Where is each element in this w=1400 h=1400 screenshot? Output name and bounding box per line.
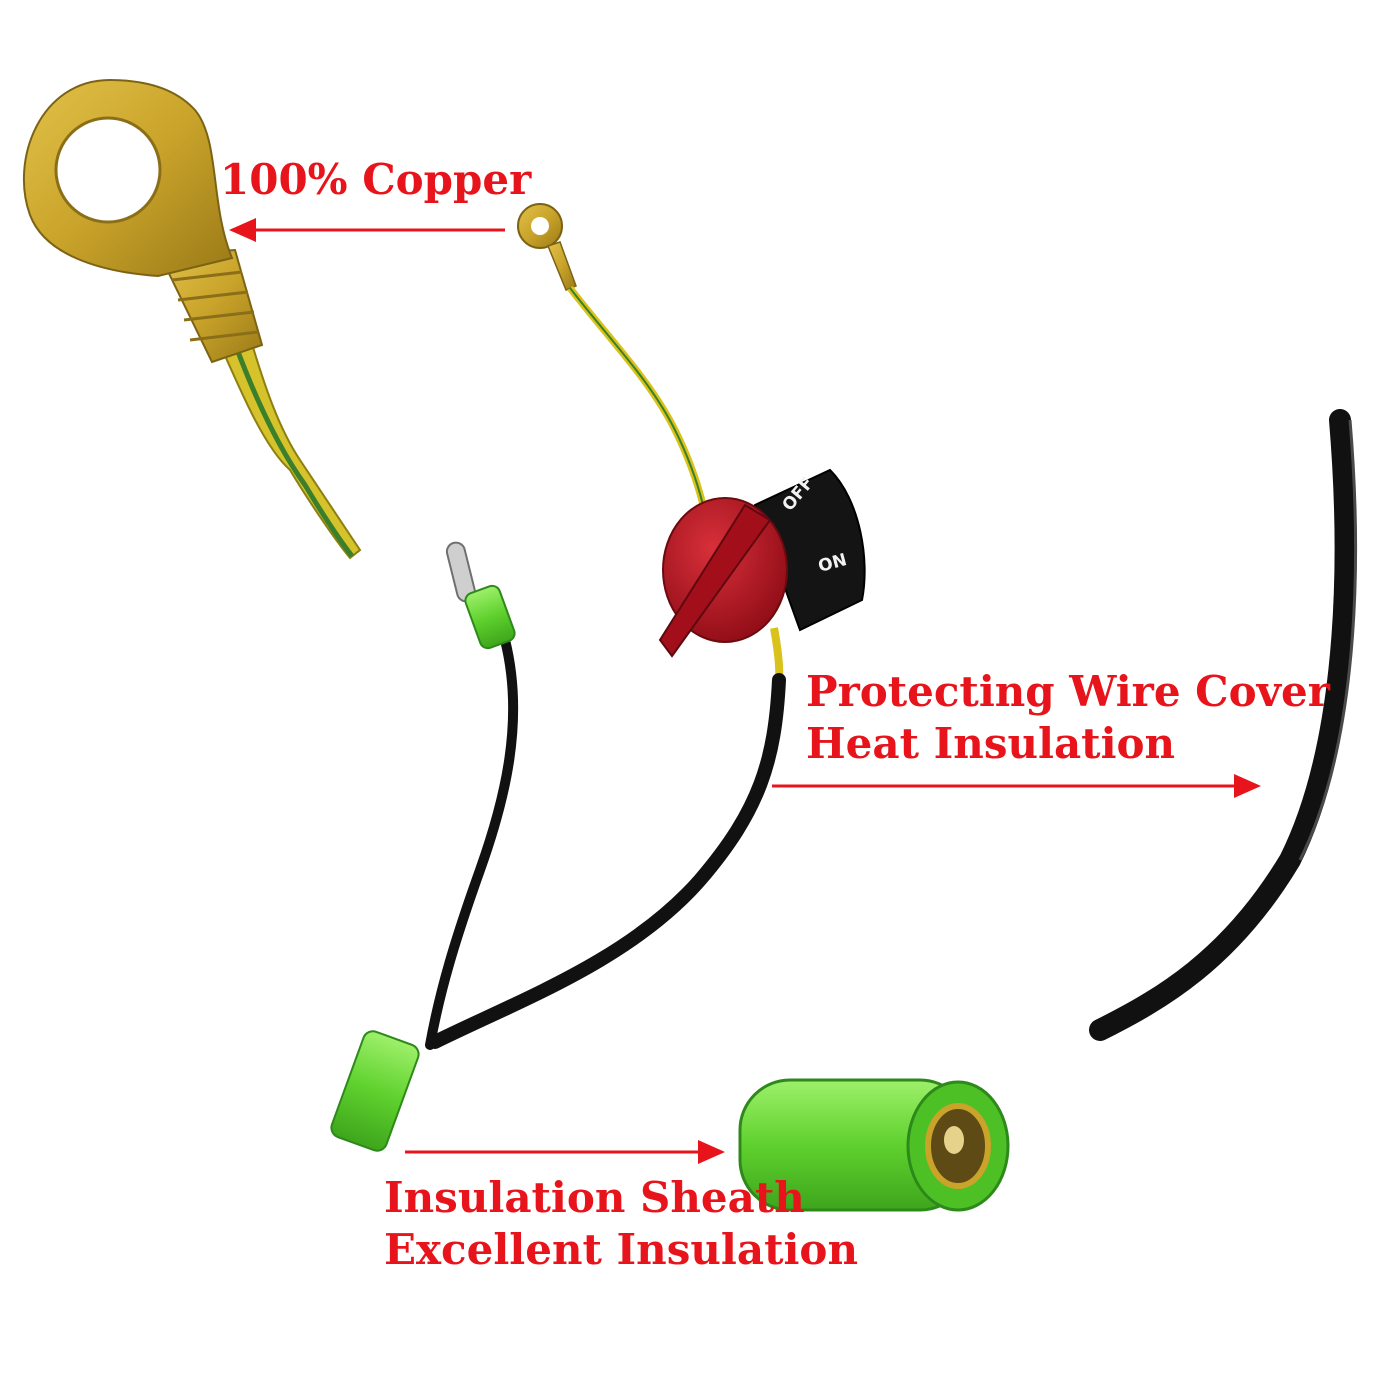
- wire-cover-callout-line1: Protecting Wire Cover: [806, 667, 1330, 716]
- branch-black-wire: [425, 635, 519, 1050]
- sheath-callout: Insulation Sheath Excellent Insulation: [384, 1172, 858, 1276]
- bullet-connector-bottom-icon: [330, 1030, 420, 1152]
- sheath-callout-line1: Insulation Sheath: [384, 1173, 805, 1222]
- insulation-sheath-icon: [738, 1078, 1010, 1212]
- wire-cover-callout: Protecting Wire Cover Heat Insulation: [806, 666, 1330, 770]
- rotary-switch-icon: OFF ON: [658, 468, 866, 681]
- wire-cover-callout-line2: Heat Insulation: [806, 719, 1176, 768]
- copper-callout: 100% Copper: [220, 154, 531, 206]
- sheath-callout-line2: Excellent Insulation: [384, 1225, 858, 1274]
- small-terminal-icon: [517, 203, 707, 506]
- black-wire-icon: [1089, 409, 1357, 1041]
- main-black-wire: [428, 673, 786, 1049]
- bullet-connector-top-icon: [445, 541, 516, 650]
- ring-terminal-icon: [22, 78, 362, 560]
- copper-callout-line1: 100% Copper: [220, 155, 532, 204]
